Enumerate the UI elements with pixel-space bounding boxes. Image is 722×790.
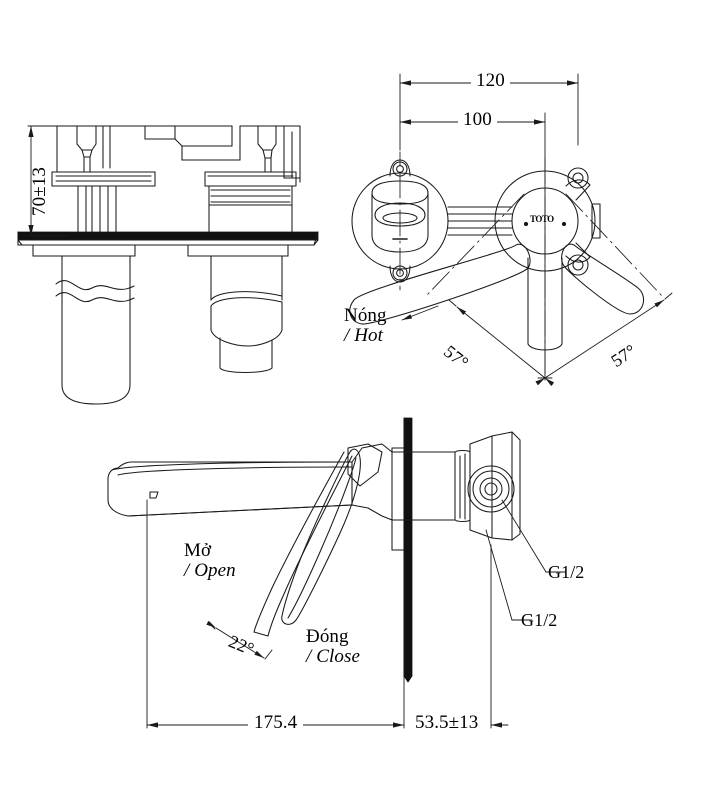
view-front-plan xyxy=(349,73,673,387)
toto-logo: TOTO xyxy=(530,214,554,224)
view-side-elevation xyxy=(107,417,567,729)
callout-close-en: / Close xyxy=(306,646,361,668)
dimension-spread-inner: 100 xyxy=(458,109,497,131)
dimension-wall-depth: 53.5±13 xyxy=(412,712,482,734)
callout-open-vi: Mở xyxy=(184,540,212,561)
callout-inlet-thread-upper: G1/2 xyxy=(548,562,585,582)
dimension-height-above-wall: 70±13 xyxy=(29,167,50,216)
dimension-spout-projection: 175.4 xyxy=(248,712,304,734)
callout-hot-en: / Hot xyxy=(344,325,384,347)
callout-open-en: / Open xyxy=(184,560,236,582)
callout-open: Mở / Open xyxy=(184,540,236,582)
view-side-section xyxy=(17,125,319,405)
dimension-spread-outer: 120 xyxy=(471,70,510,92)
callout-inlet-thread-lower: G1/2 xyxy=(521,610,558,630)
callout-close: Đóng / Close xyxy=(306,626,361,668)
callout-hot-vi: Nóng xyxy=(344,305,387,326)
callout-hot: Nóng / Hot xyxy=(344,305,387,347)
callout-close-vi: Đóng xyxy=(306,626,349,647)
